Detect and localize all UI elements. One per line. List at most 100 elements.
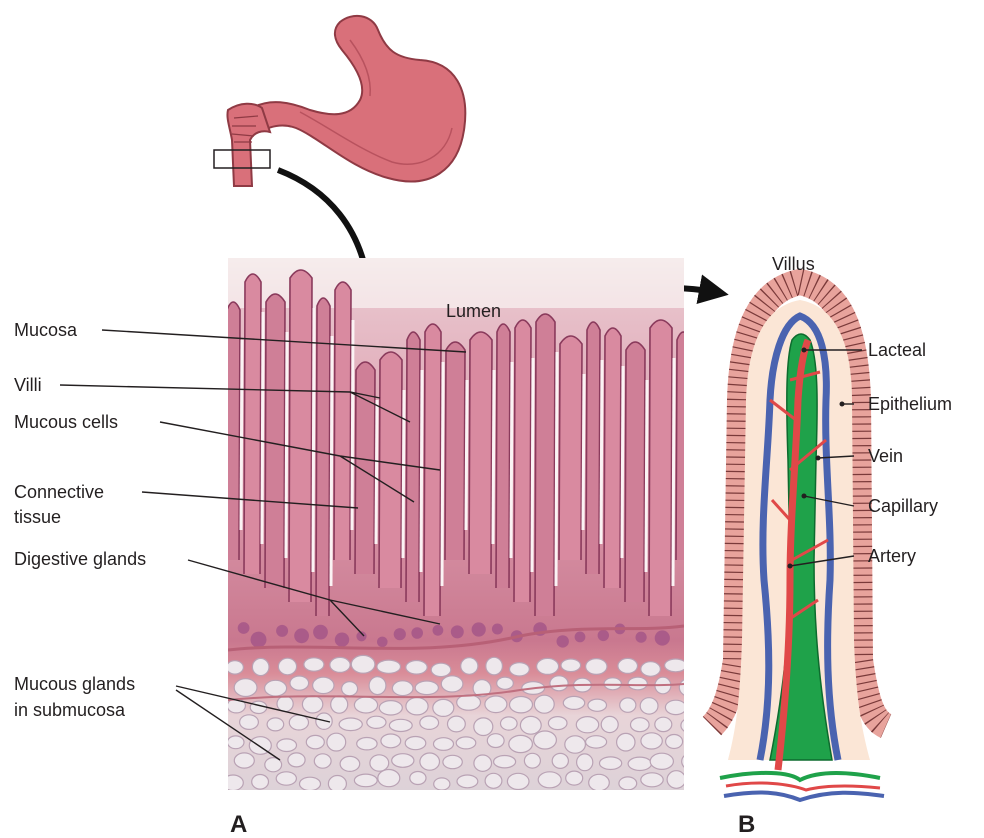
submucosal-gland [328,776,346,792]
submucosal-gland [485,773,502,788]
submucosal-gland [682,753,701,770]
label-mucous-glands-line1: Mucous glands [14,674,135,694]
submucosal-gland [327,733,346,751]
micrograph-villus [559,336,582,560]
submucosal-gland [289,715,308,730]
submucosal-gland [641,733,662,749]
submucosal-gland [655,717,672,731]
label-mucous-cells: Mucous cells [14,412,118,432]
submucosal-gland [537,658,559,674]
micrograph-villus-gap [691,370,692,530]
submucosal-gland [552,753,568,768]
micrograph-villus-gap [241,340,242,530]
submucosal-gland [628,757,651,770]
micrograph-villus [496,324,510,588]
submucosal-gland [617,733,635,751]
label-villus: Villus [772,254,815,274]
submucosal-gland [434,778,450,790]
micrograph-villus-gap [712,364,713,544]
micrograph-villus [334,282,351,560]
label-connective-tissue-line1: Connective [14,482,104,502]
submucosal-gland [588,699,607,711]
submucosal-gland [252,775,269,790]
submucosal-gland [441,676,463,692]
crypt-gland [377,637,388,648]
crypt-gland [313,625,328,640]
submucosal-gland [681,718,701,733]
micrograph-villus [694,326,711,574]
submucosal-gland [277,696,293,712]
micrograph-villus-gap [583,374,584,530]
crypt-gland [433,625,444,636]
submucosal-gland [665,700,686,714]
submucosal-gland [600,757,622,770]
crypt-gland [636,632,647,643]
crypt-gland [575,632,586,643]
submucosal-gland [227,699,245,713]
micrograph-villus [445,342,465,560]
submucosal-gland [330,657,350,672]
submucosal-gland [620,698,636,712]
submucosal-gland [497,677,514,689]
micrograph-villus-gap [331,336,332,586]
submucosal-gland [566,771,583,785]
submucosal-gland [520,716,541,734]
submucosal-gland [314,754,331,768]
submucosal-gland [667,771,685,789]
crypt-gland [394,628,406,640]
submucosal-gland [628,677,647,690]
label-artery: Artery [868,546,916,566]
submucosal-gland [461,658,478,675]
submucosal-gland [370,755,389,771]
label-mucous-glands-line2: in submucosa [14,700,126,720]
submucosal-gland [331,696,348,713]
submucosal-gland [507,773,529,789]
label-connective-tissue-line2: tissue [14,507,61,527]
micrograph-villus-gap [556,352,557,586]
submucosal-gland [456,737,476,749]
submucosal-gland [415,681,438,695]
submucosal-gland [357,738,377,750]
submucosal-gland [354,774,377,787]
submucosal-gland [433,699,454,716]
submucosal-gland [577,754,593,771]
submucosal-gland [276,772,296,785]
micrograph-villus-gap [376,400,377,544]
submucosal-gland [290,676,309,690]
crypt-gland [251,632,267,648]
submucosal-gland [369,677,386,695]
submucosal-gland [534,695,554,713]
micrograph-villus [604,328,621,588]
submucosal-gland [265,680,287,696]
submucosal-gland [650,753,673,769]
crypt-gland [598,630,609,641]
submucosal-gland [586,736,607,748]
micrograph-villus-gap [646,380,647,572]
villus-illustration [712,282,886,800]
micrograph-villus-gap [622,366,623,558]
micrograph-villus [316,298,330,616]
micrograph-villus-gap [601,360,602,544]
crypt-gland [411,627,423,639]
micrograph-villus [676,332,690,560]
submucosal-gland [406,661,427,675]
micrograph-villus-gap [286,332,287,558]
submucosal-gland [448,716,466,732]
submucosal-gland [457,695,481,710]
submucosal-gland [392,681,413,696]
panel-label-a: A [230,811,247,838]
submucosal-gland [679,679,698,697]
label-lacteal: Lacteal [868,340,926,360]
crypt-gland [335,633,349,647]
micrograph-villus [649,320,672,616]
submucosal-gland [538,772,561,788]
micrograph-villus [625,342,645,602]
submucosal-gland [509,735,533,752]
submucosal-gland [240,715,259,730]
submucosal-gland [576,717,598,733]
submucosal-gland [420,716,439,729]
submucosal-gland [534,731,557,749]
submucosal-gland [434,738,454,751]
submucosal-gland [379,701,402,715]
